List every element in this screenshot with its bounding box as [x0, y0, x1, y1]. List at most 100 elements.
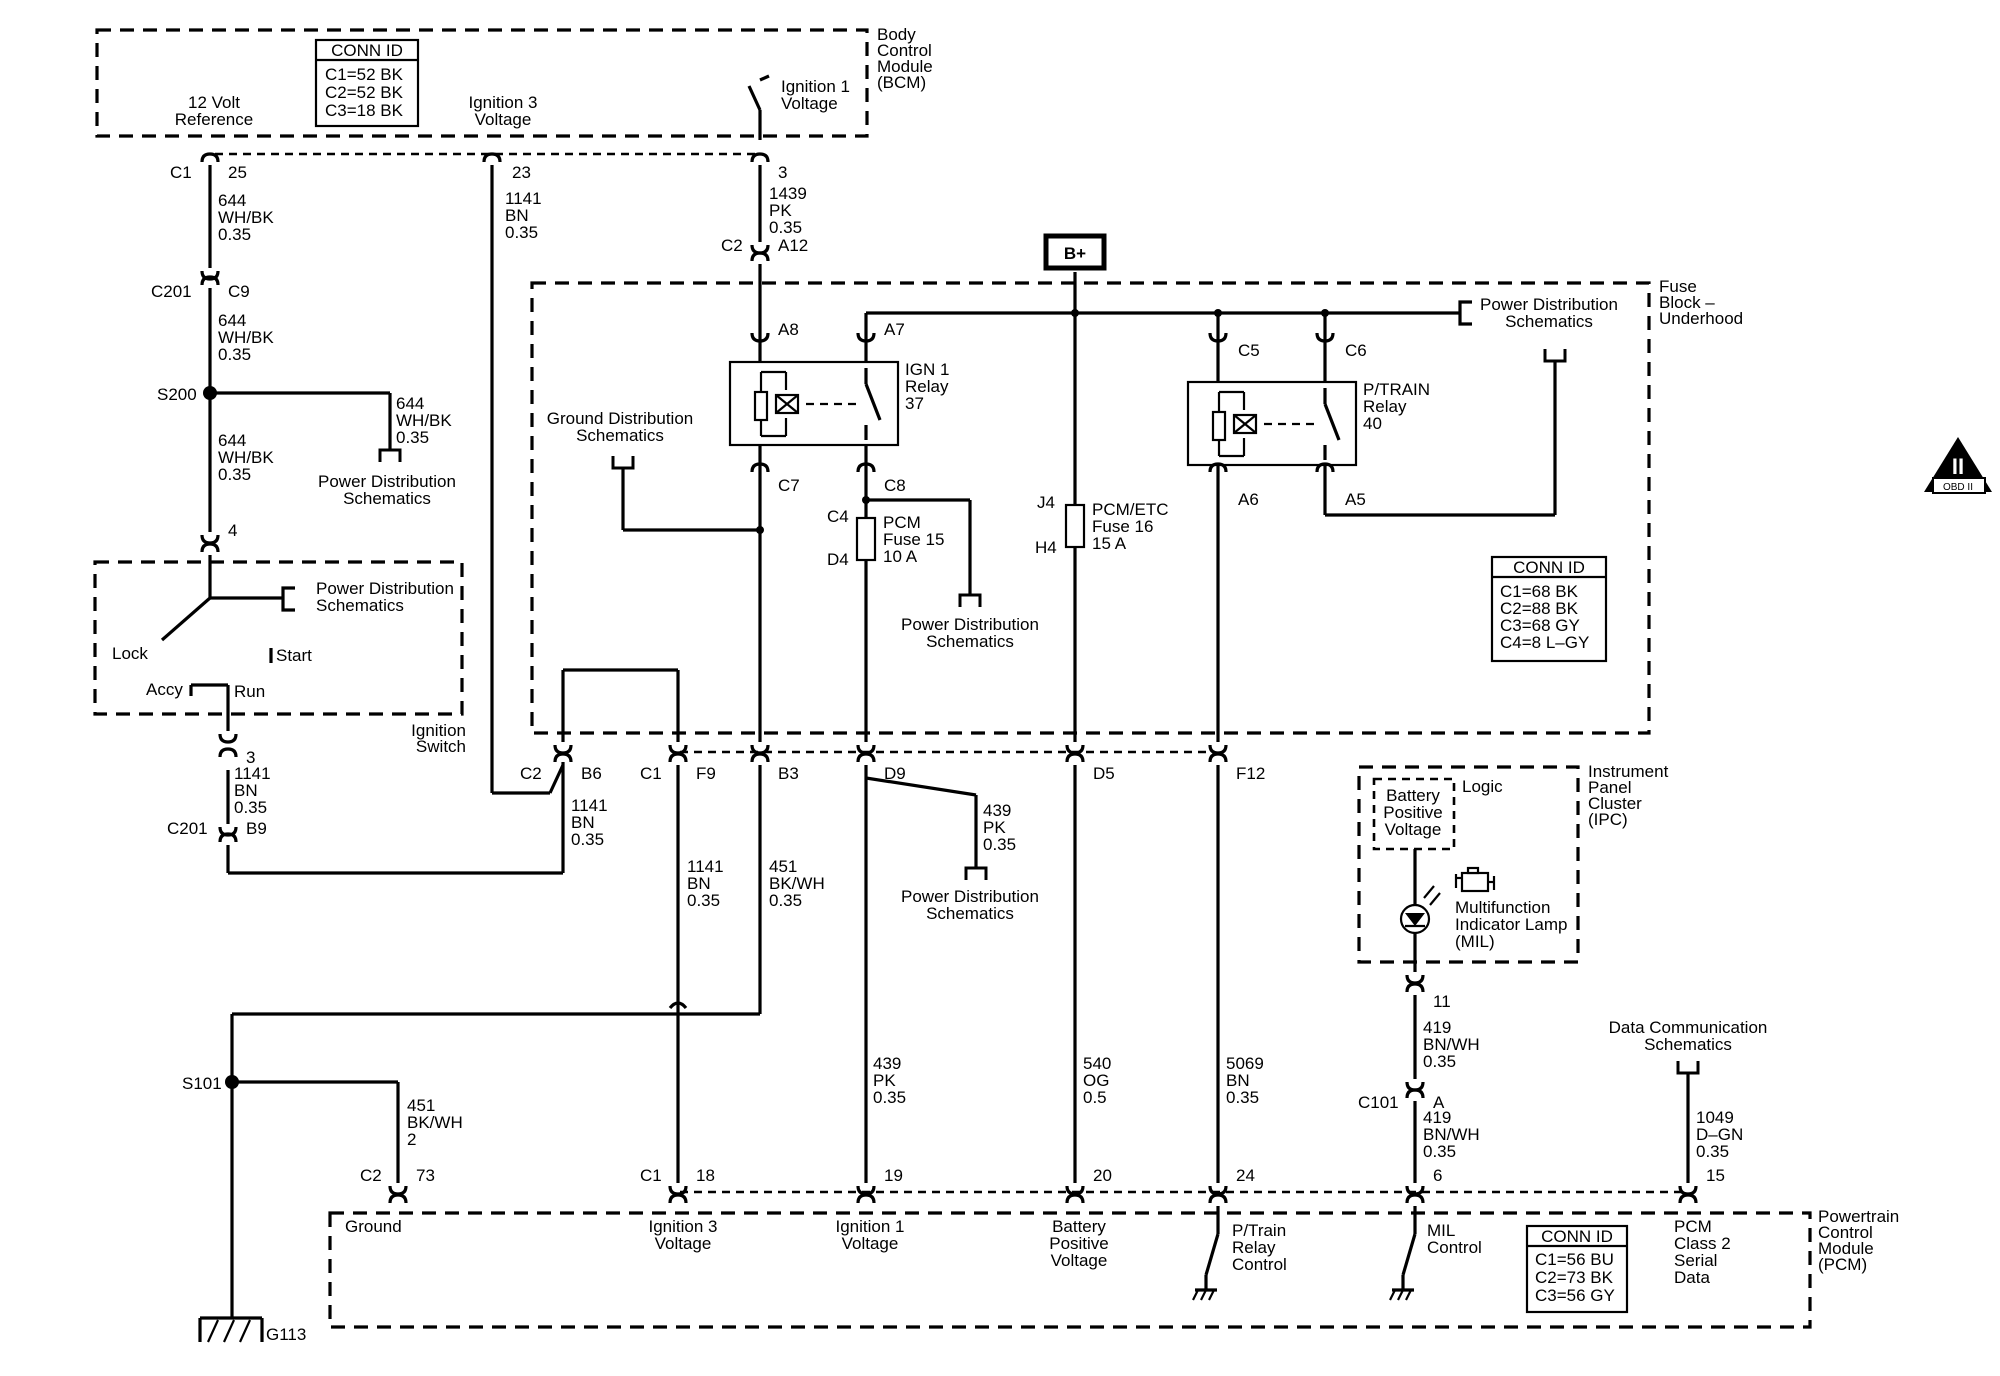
switch-run-label: Run [234, 682, 265, 701]
fuse-block-name-line-2: Block – [1659, 293, 1715, 312]
pcm-conn-row-2: C2=73 BK [1535, 1268, 1614, 1287]
bcm-ignition-switch [747, 74, 770, 140]
connector-c2-b6: C2 [520, 764, 542, 783]
pcm-serial-data-line-4: Data [1674, 1268, 1710, 1287]
fuse-conn-table [1490, 555, 1608, 663]
pcm-ground-symbols [1192, 1288, 1414, 1301]
pcm-battery-voltage-line-1: Battery [1052, 1217, 1106, 1236]
junction-c7 [756, 526, 764, 534]
wire-439-b-line-3: 0.35 [873, 1088, 906, 1107]
wire-644-c-line-3: 0.35 [396, 428, 429, 447]
wire-439-a-line-3: 0.35 [983, 835, 1016, 854]
wire-1439-line-1: 1439 [769, 184, 807, 203]
data-comm-schematics-line-2: Schematics [1644, 1035, 1732, 1054]
pd-schematics-top-line-2: Schematics [1505, 312, 1593, 331]
ptrain-relay-label-line-3: 40 [1363, 414, 1382, 433]
wire-419-b-line-2: BN/WH [1423, 1125, 1480, 1144]
pcm-name-line-4: (PCM) [1818, 1255, 1867, 1274]
wire-1141-d-line-3: 0.35 [687, 891, 720, 910]
wire-439-a-line-1: 439 [983, 801, 1011, 820]
wire-540-line-1: 540 [1083, 1054, 1111, 1073]
ipc-battery-voltage-line-1: Battery [1386, 786, 1440, 805]
wire-5069-line-1: 5069 [1226, 1054, 1264, 1073]
wire-644-c-line-2: WH/BK [396, 411, 452, 430]
pcm-fuse-15-label-line-2: Fuse 15 [883, 530, 944, 549]
pin-73: 73 [416, 1166, 435, 1185]
ipc-name-line-1: Instrument [1588, 762, 1669, 781]
obd-ii-badge [1924, 437, 1992, 494]
reference-brackets [281, 300, 1700, 1075]
fuse-block-name-line-3: Underhood [1659, 309, 1743, 328]
wire-644-b-line-1: 644 [218, 311, 246, 330]
connector-c101: C101 [1358, 1093, 1399, 1112]
fuse-conn-row-2: C2=88 BK [1500, 599, 1579, 618]
connector-a8: A8 [778, 320, 799, 339]
pin-d9: D9 [884, 764, 906, 783]
bcm-name-line-3: Module [877, 57, 933, 76]
connector-h4: H4 [1035, 538, 1057, 557]
connector-d4: D4 [827, 550, 849, 569]
wire-451-b-line-1: 451 [407, 1096, 435, 1115]
pin-4: 4 [228, 521, 237, 540]
connector-c201-bottom: C201 [167, 819, 208, 838]
bcm-conn-table [314, 38, 420, 128]
fuse-conn-row-3: C3=68 GY [1500, 616, 1580, 635]
ipc-name-line-3: Cluster [1588, 794, 1642, 813]
pin-b9: B9 [246, 819, 267, 838]
pcm-etc-fuse-16-label-line-2: Fuse 16 [1092, 517, 1153, 536]
pin-f12: F12 [1236, 764, 1265, 783]
wire-1439-line-3: 0.35 [769, 218, 802, 237]
pin-3-switch: 3 [246, 748, 255, 767]
wire-419-a-line-2: BN/WH [1423, 1035, 1480, 1054]
wire-540-line-3: 0.5 [1083, 1088, 1107, 1107]
pd-schematics-switch-line-2: Schematics [316, 596, 404, 615]
wire-1141-d-line-1: 1141 [687, 857, 724, 876]
fuse-conn-row-1: C1=68 BK [1500, 582, 1579, 601]
pd-schematics-d9-line-2: Schematics [926, 904, 1014, 923]
ipc-name-line-2: Panel [1588, 778, 1631, 797]
wire-439-b-line-1: 439 [873, 1054, 901, 1073]
ptrain-relay-label-line-1: P/TRAIN [1363, 380, 1430, 399]
pcm-fuse-15-label-line-1: PCM [883, 513, 921, 532]
bplus-box [1043, 233, 1107, 271]
ign1-relay-label-line-2: Relay [905, 377, 949, 396]
pcm-conn-row-1: C1=56 BU [1535, 1250, 1614, 1269]
ignition-switch-name-line-1: Ignition [411, 721, 466, 740]
gnd-schematics-line-2: Schematics [576, 426, 664, 445]
pcm-ign3-voltage-line-1: Ignition 3 [649, 1217, 718, 1236]
wire-lines [160, 165, 1690, 1318]
connector-j4: J4 [1037, 493, 1055, 512]
pcm-ign1-voltage-line-2: Voltage [842, 1234, 899, 1253]
pin-24: 24 [1236, 1166, 1255, 1185]
pin-6: 6 [1433, 1166, 1442, 1185]
pin-c9: C9 [228, 282, 250, 301]
splice-s101-dot [225, 1075, 239, 1089]
pcm-name-line-2: Control [1818, 1223, 1873, 1242]
pcm-ground-label: Ground [345, 1217, 402, 1236]
connector-c7: C7 [778, 476, 800, 495]
pin-b3: B3 [778, 764, 799, 783]
pin-11: 11 [1433, 992, 1451, 1011]
wire-1141-b-line-2: BN [234, 781, 258, 800]
pd-schematics-s200-line-2: Schematics [343, 489, 431, 508]
pcm-etc-fuse-16-symbol [1064, 503, 1086, 549]
junction-c5 [1214, 309, 1222, 317]
fuse-block-name-line-1: Fuse [1659, 277, 1697, 296]
fuse-block-outline [530, 281, 1651, 735]
g113-ground-symbol [198, 1316, 264, 1343]
obd-badge-main: II [1952, 454, 1964, 479]
pin-3-bcm: 3 [778, 163, 787, 182]
